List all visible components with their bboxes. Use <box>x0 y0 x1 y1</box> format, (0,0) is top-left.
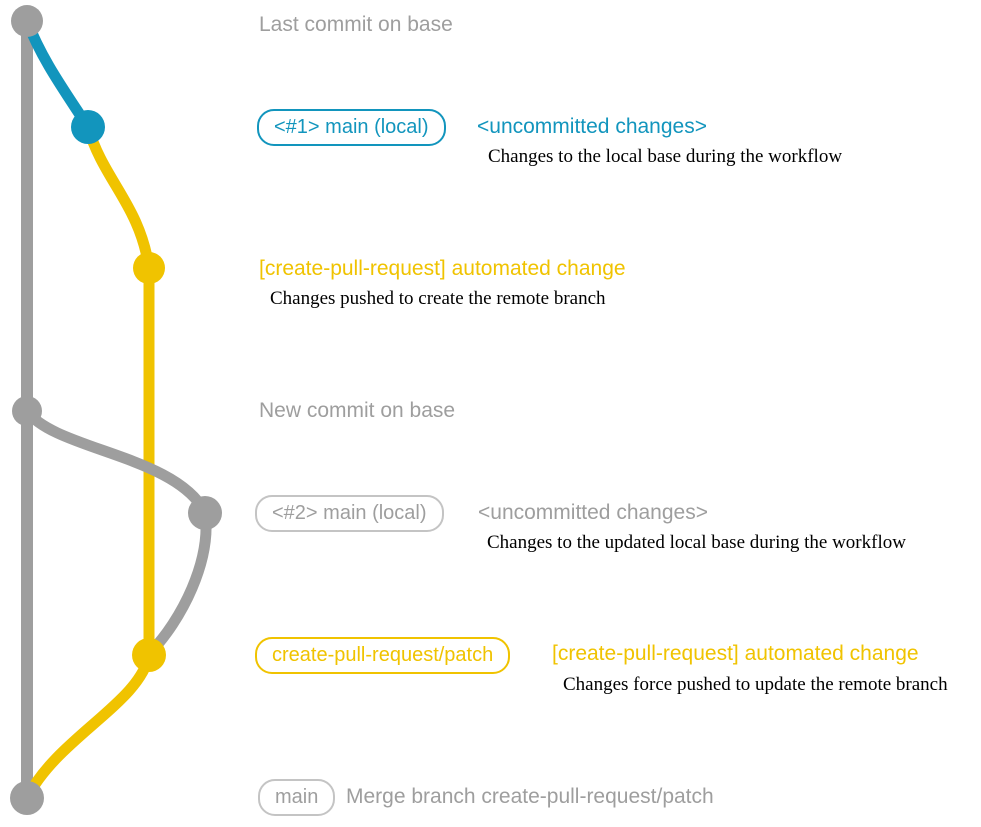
branch-tag-create-pull-request-patch: create-pull-request/patch <box>255 637 511 674</box>
branch-tag-main-local-2: <#2> main (local) <box>255 495 444 532</box>
commit-dot-merge-commit <box>10 781 44 815</box>
branch-tag-main-local-1: <#1> main (local) <box>257 109 446 146</box>
note-updated-local-base-changes: Changes to the updated local base during… <box>487 532 906 553</box>
commit-dot-local-commit-1 <box>71 110 105 144</box>
commit-dot-local-commit-2 <box>188 496 222 530</box>
commit-dot-remote-commit-1 <box>133 252 165 284</box>
commit-title-uncommitted-changes-2: <uncommitted changes> <box>478 501 708 524</box>
branch-path-local-changes-branch-1 <box>21 15 94 133</box>
branch-path-remote-patch-branch <box>82 121 155 661</box>
branch-path-merge-into-base <box>21 649 155 804</box>
commit-title-uncommitted-changes-1: <uncommitted changes> <box>477 115 707 138</box>
label-new-commit-on-base: New commit on base <box>259 399 456 422</box>
commit-dot-remote-commit-2 <box>132 638 166 672</box>
commit-title-automated-change-2: [create-pull-request] automated change <box>552 642 919 665</box>
commit-dot-last-commit-on-base <box>11 5 43 37</box>
commit-dot-new-commit-on-base <box>12 396 42 426</box>
git-graph-svg <box>10 5 222 815</box>
branch-tag-main: main <box>258 779 336 816</box>
label-merge-branch: Merge branch create-pull-request/patch <box>346 785 714 808</box>
branch-path-local-changes-branch-2 <box>21 405 212 660</box>
note-local-base-changes: Changes to the local base during the wor… <box>488 146 843 167</box>
commit-title-automated-change-1: [create-pull-request] automated change <box>259 257 626 280</box>
label-last-commit-on-base: Last commit on base <box>259 13 453 36</box>
note-pushed-to-create-remote-branch: Changes pushed to create the remote bran… <box>270 288 606 309</box>
note-force-pushed-update-remote-branch: Changes force pushed to update the remot… <box>563 674 948 695</box>
